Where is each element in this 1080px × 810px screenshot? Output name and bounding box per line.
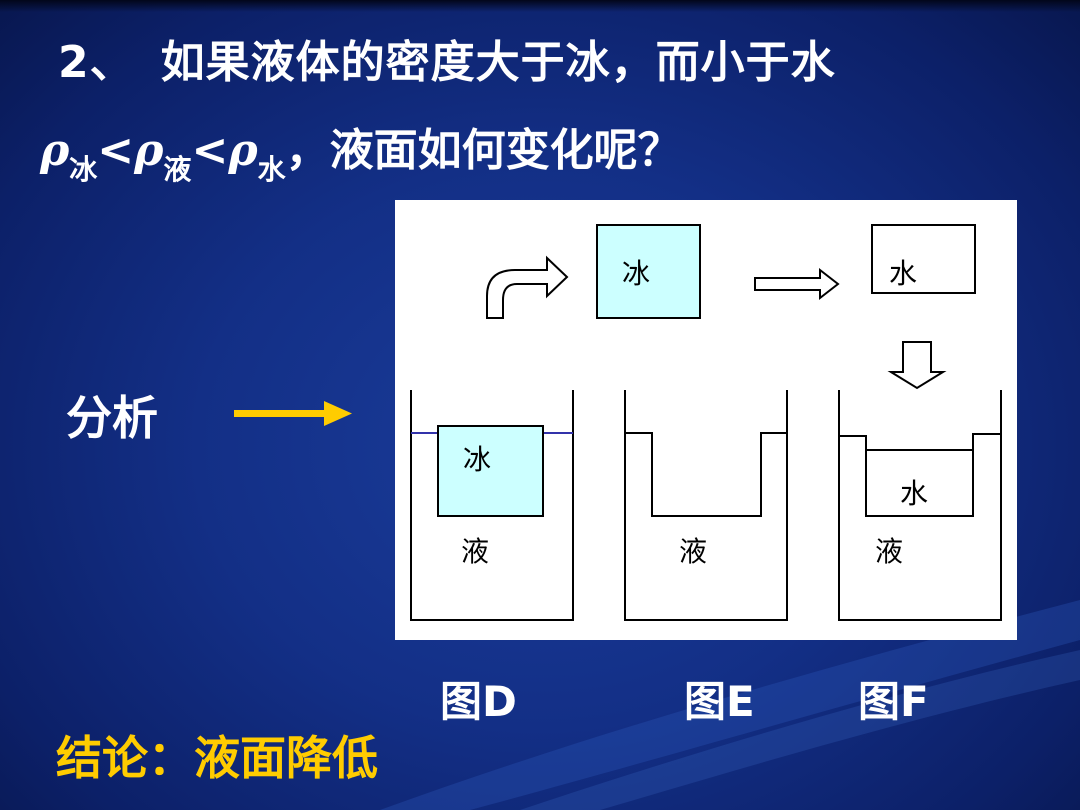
beaker-f <box>838 390 1002 621</box>
subscript-ice: 冰 <box>69 153 98 186</box>
hollow-arrow-down-icon <box>887 341 947 390</box>
curved-arrow-icon <box>486 255 569 319</box>
top-band <box>0 0 1080 12</box>
rho-symbol: ρ <box>134 125 164 176</box>
title-line-2: ρ冰<ρ液<ρ水，液面如何变化呢？ <box>40 114 682 186</box>
title-question: 如果液体的密度大于冰，而小于水 <box>160 37 836 88</box>
less-than-1: < <box>97 125 135 176</box>
diagram-panel: 冰 水 冰 液 液 水 液 <box>395 200 1017 640</box>
label-liquid-d: 液 <box>461 535 490 568</box>
analysis-label: 分析 <box>66 391 158 445</box>
figure-f-label: 图F <box>858 677 929 726</box>
beaker-e <box>624 390 788 621</box>
less-than-2: < <box>191 125 229 176</box>
background-swoosh <box>380 600 1080 810</box>
figure-d-label: 图D <box>440 677 517 726</box>
title-tail: ，液面如何变化呢？ <box>285 125 682 176</box>
rho-symbol: ρ <box>228 125 258 176</box>
arrow-right-icon <box>234 401 352 426</box>
subscript-water: 水 <box>257 153 286 186</box>
beaker-d <box>410 390 574 621</box>
figure-e-label: 图E <box>684 677 755 726</box>
label-liquid-e: 液 <box>679 535 708 568</box>
ice-cube-top <box>596 224 701 319</box>
conclusion-text: 结论：液面降低 <box>56 731 378 785</box>
label-ice-d: 冰 <box>463 443 492 476</box>
water-box-top <box>871 224 976 294</box>
label-ice-top: 冰 <box>622 257 651 290</box>
title-line-1: 2、如果液体的密度大于冰，而小于水 <box>58 26 836 90</box>
label-water-f: 水 <box>900 477 929 510</box>
rho-symbol: ρ <box>40 125 70 176</box>
hollow-arrow-right-icon <box>754 267 840 301</box>
subscript-liquid: 液 <box>163 153 192 186</box>
title-number: 2、 <box>58 37 135 88</box>
label-water-top: 水 <box>889 257 918 290</box>
diagram-drawing <box>410 224 1002 621</box>
label-liquid-f: 液 <box>875 535 904 568</box>
